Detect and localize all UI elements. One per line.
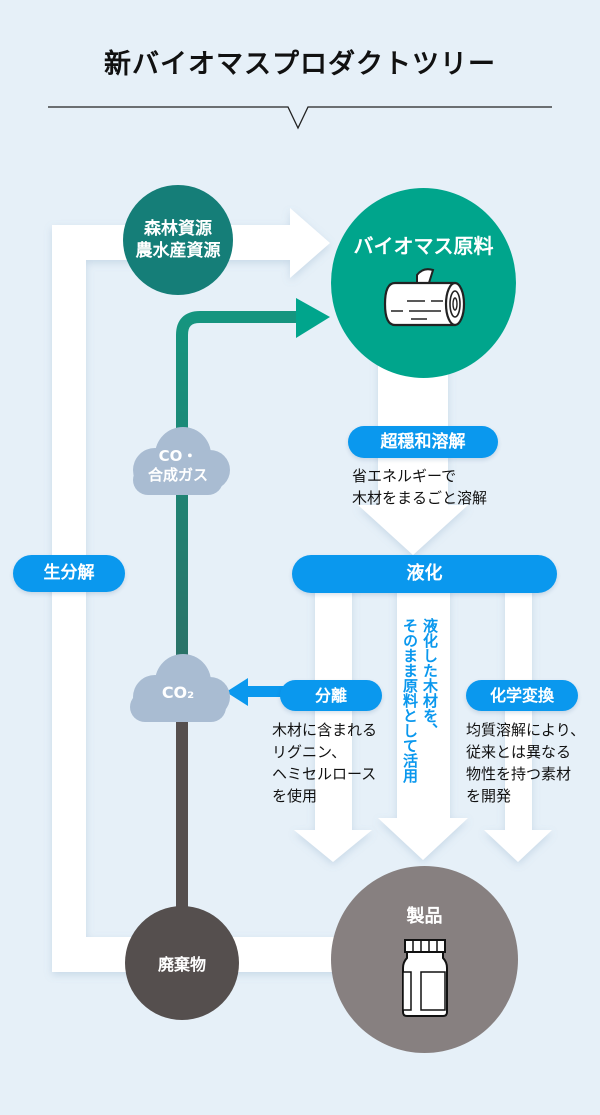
log-icon	[383, 268, 465, 327]
separation-desc-line: リグニン、	[272, 743, 347, 761]
biomass-node: バイオマス原料	[331, 188, 516, 378]
dissolution-desc-line1: 省エネルギーで	[352, 467, 457, 485]
resources-label-line2: 農水産資源	[135, 241, 221, 261]
chemical-conversion-pill: 化学変換	[466, 680, 578, 711]
direct-use-down-arrow	[378, 585, 468, 860]
chemical-desc-line: を開発	[466, 787, 512, 805]
biodegradation-pill: 生分解	[13, 555, 125, 592]
page-title: 新バイオマスプロダクトツリー	[104, 49, 496, 80]
cloud-co-syngas-label: CO・ 合成ガス	[133, 447, 223, 485]
separation-to-co2-arrow	[226, 678, 300, 706]
chemical-desc-line: 従来とは異なる	[466, 743, 572, 761]
resources-label-line1: 森林資源	[144, 219, 212, 239]
separation-desc-line: 木材に含まれる	[272, 721, 378, 739]
dissolution-desc: 省エネルギーで 木材をまるごと溶解	[352, 465, 487, 509]
dissolution-pill: 超穏和溶解	[348, 426, 498, 458]
product-label: 製品	[406, 906, 443, 927]
waste-pipe	[176, 720, 188, 910]
separation-desc: 木材に含まれる リグニン、 ヘミセルロース を使用	[272, 719, 377, 807]
product-node: 製品	[331, 866, 518, 1053]
direct-use-text: 液化した木材を、 そのまま原料として活用	[400, 618, 440, 818]
cloud-co-syngas	[133, 427, 230, 495]
chemical-conversion-desc: 均質溶解により、 従来とは異なる 物性を持つ素材 を開発	[466, 719, 585, 807]
resources-node: 森林資源 農水産資源	[123, 185, 233, 295]
liquefaction-pill: 液化	[292, 555, 557, 593]
biomass-label: バイオマス原料	[353, 234, 494, 258]
chemical-desc-line: 物性を持つ素材	[466, 765, 572, 783]
direct-use-line1: 液化した木材を、	[421, 618, 439, 738]
bottle-icon	[401, 939, 448, 1017]
cloud-co2-label: CO₂	[161, 683, 195, 702]
cloud-co2	[130, 654, 230, 722]
dissolution-desc-line2: 木材をまるごと溶解	[352, 489, 488, 507]
chemical-desc-line: 均質溶解により、	[466, 721, 586, 739]
syngas-pipe	[176, 311, 300, 900]
syngas-arrowhead	[296, 298, 330, 338]
separation-desc-line: ヘミセルロース	[272, 765, 377, 783]
direct-use-line2: そのまま原料として活用	[401, 618, 419, 783]
title-divider	[48, 106, 552, 130]
chemical-down-arrow	[484, 585, 552, 862]
cloud-co-syngas-line2: 合成ガス	[147, 466, 208, 484]
separation-down-arrow	[294, 585, 372, 862]
separation-desc-line: を使用	[272, 787, 318, 805]
cloud-co-syngas-line1: CO・	[158, 447, 198, 465]
waste-node: 廃棄物	[125, 906, 239, 1020]
cycle-loop-arrow	[52, 208, 340, 972]
separation-pill: 分離	[280, 680, 382, 711]
